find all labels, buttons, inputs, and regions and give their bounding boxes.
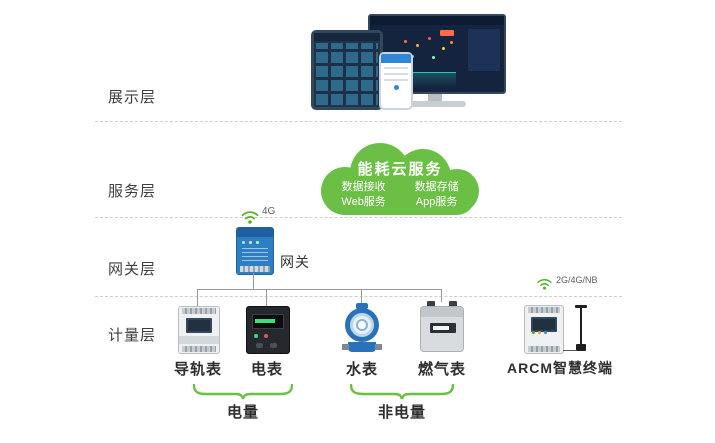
label-energy-meter: 电表 [250, 361, 283, 378]
energy-meter [246, 306, 290, 354]
gateway-top-panel [237, 228, 273, 237]
meter-buttons [256, 343, 263, 348]
wifi-icon [241, 211, 259, 224]
gas-meter [420, 301, 464, 352]
gateway-leds [242, 241, 245, 244]
phone [379, 52, 413, 110]
label-arcm-terminal: ARCM智慧终端 [507, 360, 613, 376]
antenna-icon [575, 305, 587, 308]
meter-terminals [182, 308, 216, 314]
connector-drop-water-meter [361, 289, 362, 304]
monitor-base [404, 101, 466, 107]
gas-meter-pipe [427, 301, 435, 307]
water-meter-cap [356, 303, 368, 309]
antenna-cable [563, 350, 577, 351]
meter-lcd [531, 317, 557, 332]
din-rail-meter [178, 306, 220, 354]
meter-terminals [528, 346, 560, 352]
connector-drop-energy-meter [266, 289, 267, 306]
water-meter-body [348, 342, 376, 352]
meter-terminals [528, 307, 560, 313]
arcm-terminal [524, 305, 564, 354]
cloud-title: 能耗云服务 [357, 161, 443, 178]
gateway-device [236, 227, 274, 275]
layer-label-display: 展示层 [108, 89, 157, 106]
cloud-feature: 数据接收 [341, 181, 386, 193]
phone-header [381, 54, 411, 63]
layer-label-gateway: 网关层 [108, 261, 157, 278]
bracket-electric-group [193, 384, 293, 400]
tablet [311, 30, 383, 110]
water-meter-inner-dial [356, 319, 368, 331]
gateway-label-lines [242, 248, 268, 261]
gateway-wireless-label: 4G [262, 206, 276, 217]
label-electric-group: 电量 [226, 404, 259, 421]
monitor-topbar [370, 16, 504, 25]
water-meter [342, 303, 382, 354]
label-gas-meter: 燃气表 [417, 361, 466, 378]
gas-meter-body [420, 306, 464, 352]
cloud-feature: 数据存储 [414, 181, 459, 193]
phone-home-button [393, 85, 399, 90]
layer-label-service: 服务层 [108, 183, 157, 200]
layer-separator [95, 121, 622, 122]
cloud-feature: Web服务 [341, 196, 386, 208]
monitor-alert-tag [440, 30, 454, 36]
antenna-stick [580, 307, 582, 345]
bracket-non-electric-group [350, 384, 454, 400]
label-din-rail-meter: 导轨表 [173, 361, 222, 378]
meter-leds [254, 334, 258, 338]
meter-lcd [186, 318, 212, 333]
connector-drop-rail-meter [197, 289, 198, 306]
meter-band [179, 336, 219, 344]
cloud-feature-column: 数据接收 Web服务 [341, 181, 385, 209]
meter-display [252, 314, 284, 329]
meter-digits [255, 319, 275, 323]
wifi-icon [537, 278, 552, 290]
monitor-map-dots [404, 40, 407, 43]
tablet-header [314, 33, 380, 41]
cloud-feature: App服务 [415, 196, 458, 208]
antenna-base [576, 344, 586, 351]
cloud-feature-column: 数据存储 App服务 [415, 181, 459, 209]
label-water-meter: 水表 [345, 361, 378, 378]
phone-content-line [384, 79, 408, 81]
terminal-wireless-label: 2G/4G/NB [556, 275, 598, 285]
cloud-features: 数据接收 Web服务 数据存储 App服务 [327, 181, 473, 209]
monitor-panel [468, 29, 500, 71]
monitor-stand [428, 91, 442, 102]
phone-content-line [384, 73, 408, 75]
phone-content-line [384, 67, 408, 69]
label-non-electric-group: 非电量 [377, 404, 426, 421]
connector-drop-gas-meter [441, 289, 442, 302]
water-meter-fitting [342, 344, 349, 350]
gateway-terminals [240, 266, 270, 272]
gas-meter-top [421, 307, 463, 317]
cloud-service: 能耗云服务 数据接收 Web服务 数据存储 App服务 [305, 139, 495, 219]
layer-separator [95, 296, 622, 297]
cloud-shape-icon [321, 143, 479, 215]
connector-branch [197, 289, 442, 290]
gateway-label: 网关 [280, 254, 310, 270]
meter-terminals [182, 346, 216, 352]
layer-label-metering: 计量层 [108, 327, 157, 344]
gas-meter-pipe [449, 301, 457, 307]
tablet-grid [316, 43, 378, 105]
gas-meter-counter [433, 326, 449, 330]
layer-separator [95, 217, 622, 218]
connector-gateway-drop [253, 273, 254, 289]
terminal-leds [532, 331, 535, 334]
water-meter-fitting [375, 344, 382, 350]
